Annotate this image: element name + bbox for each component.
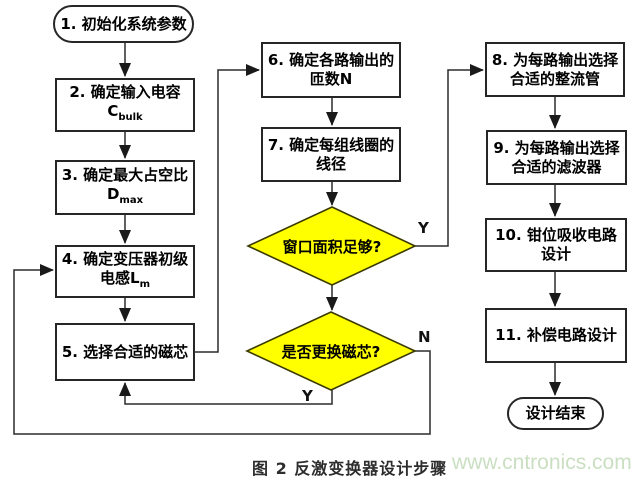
step-10-line1: 10. 钳位吸收电路 (495, 226, 617, 244)
step-3-line1: 3. 确定最大占空比 (61, 165, 189, 184)
step-9-line1: 9. 为每路输出选择 (493, 138, 620, 157)
step-8-rectifier-box: 8. 为每路输出选择 合适的整流管 (485, 42, 625, 97)
step-5-select-core-box: 5. 选择合适的磁芯 (55, 323, 195, 381)
step-2-formula-base: C (107, 102, 119, 120)
connector-decision2-yes-5 (119, 382, 333, 405)
connector-5-6 (195, 64, 260, 353)
step-7-line1: 7. 确定每组线圈的 (267, 135, 395, 154)
step-8-line2: 合适的整流管 (509, 69, 600, 88)
decision-change-core-label: 是否更换磁芯? (281, 343, 381, 361)
step-3-duty-cycle-box: 3. 确定最大占空比 Dmax (55, 160, 195, 215)
step-4-line2: 电感Lm (100, 269, 150, 294)
end-label: 设计结束 (525, 404, 586, 422)
step-3-formula-sub: max (119, 194, 144, 206)
step-6-line1: 6. 确定各路输出的 (267, 51, 395, 69)
step-5-label: 5. 选择合适的磁芯 (61, 342, 189, 361)
decision2-no-label: N (418, 328, 431, 346)
decision-window-area-label: 窗口面积足够? (282, 238, 382, 256)
step-4-formula-sub: m (139, 278, 150, 290)
step-2-line1: 2. 确定输入电容 (69, 83, 181, 101)
step-9-line2: 合适的滤波器 (511, 157, 602, 176)
end-node: 设计结束 (507, 397, 604, 430)
decision1-yes-label: Y (418, 219, 429, 237)
step-7-line2: 线径 (315, 154, 346, 173)
step-10-line2: 设计 (540, 245, 571, 263)
step-6-line2: 匝数N (309, 70, 353, 88)
step-2-formula-sub: bulk (118, 112, 143, 123)
step-6-turns-box: 6. 确定各路输出的 匝数N (261, 42, 401, 98)
step-2-input-cap-box: 2. 确定输入电容 Cbulk (55, 78, 195, 132)
step-3-formula: Dmax (107, 185, 143, 210)
step-10-clamp-snubber-box: 10. 钳位吸收电路 设计 (485, 218, 627, 272)
step-2-formula: Cbulk (107, 102, 142, 127)
connector-decision2-no-4 (13, 264, 431, 435)
step-1-label: 1. 初始化系统参数 (60, 14, 187, 33)
step-4-line2-prefix: 电感 (100, 268, 131, 287)
step-3-formula-base: D (106, 184, 120, 203)
step-1-init-node: 1. 初始化系统参数 (53, 5, 194, 43)
step-7-wire-diameter-box: 7. 确定每组线圈的 线径 (261, 127, 401, 182)
step-11-compensation-box: 11. 补偿电路设计 (485, 308, 627, 363)
step-9-filter-box: 9. 为每路输出选择 合适的滤波器 (486, 130, 627, 185)
step-8-line1: 8. 为每路输出选择 (491, 50, 619, 69)
step-11-label: 11. 补偿电路设计 (495, 326, 617, 344)
decision-change-core-diamond (245, 311, 417, 391)
watermark-text: www.cntronics.com (452, 451, 632, 474)
figure-caption: 图 2 反激变换器设计步骤 (252, 459, 448, 478)
step-4-formula-base: L (130, 268, 140, 287)
decision-window-area-diamond (246, 206, 417, 286)
decision2-yes-label: Y (302, 387, 313, 405)
step-4-primary-inductance-box: 4. 确定变压器初级 电感Lm (55, 245, 195, 298)
connector-decision1-yes-8 (415, 64, 484, 247)
step-4-line1: 4. 确定变压器初级 (61, 249, 189, 268)
